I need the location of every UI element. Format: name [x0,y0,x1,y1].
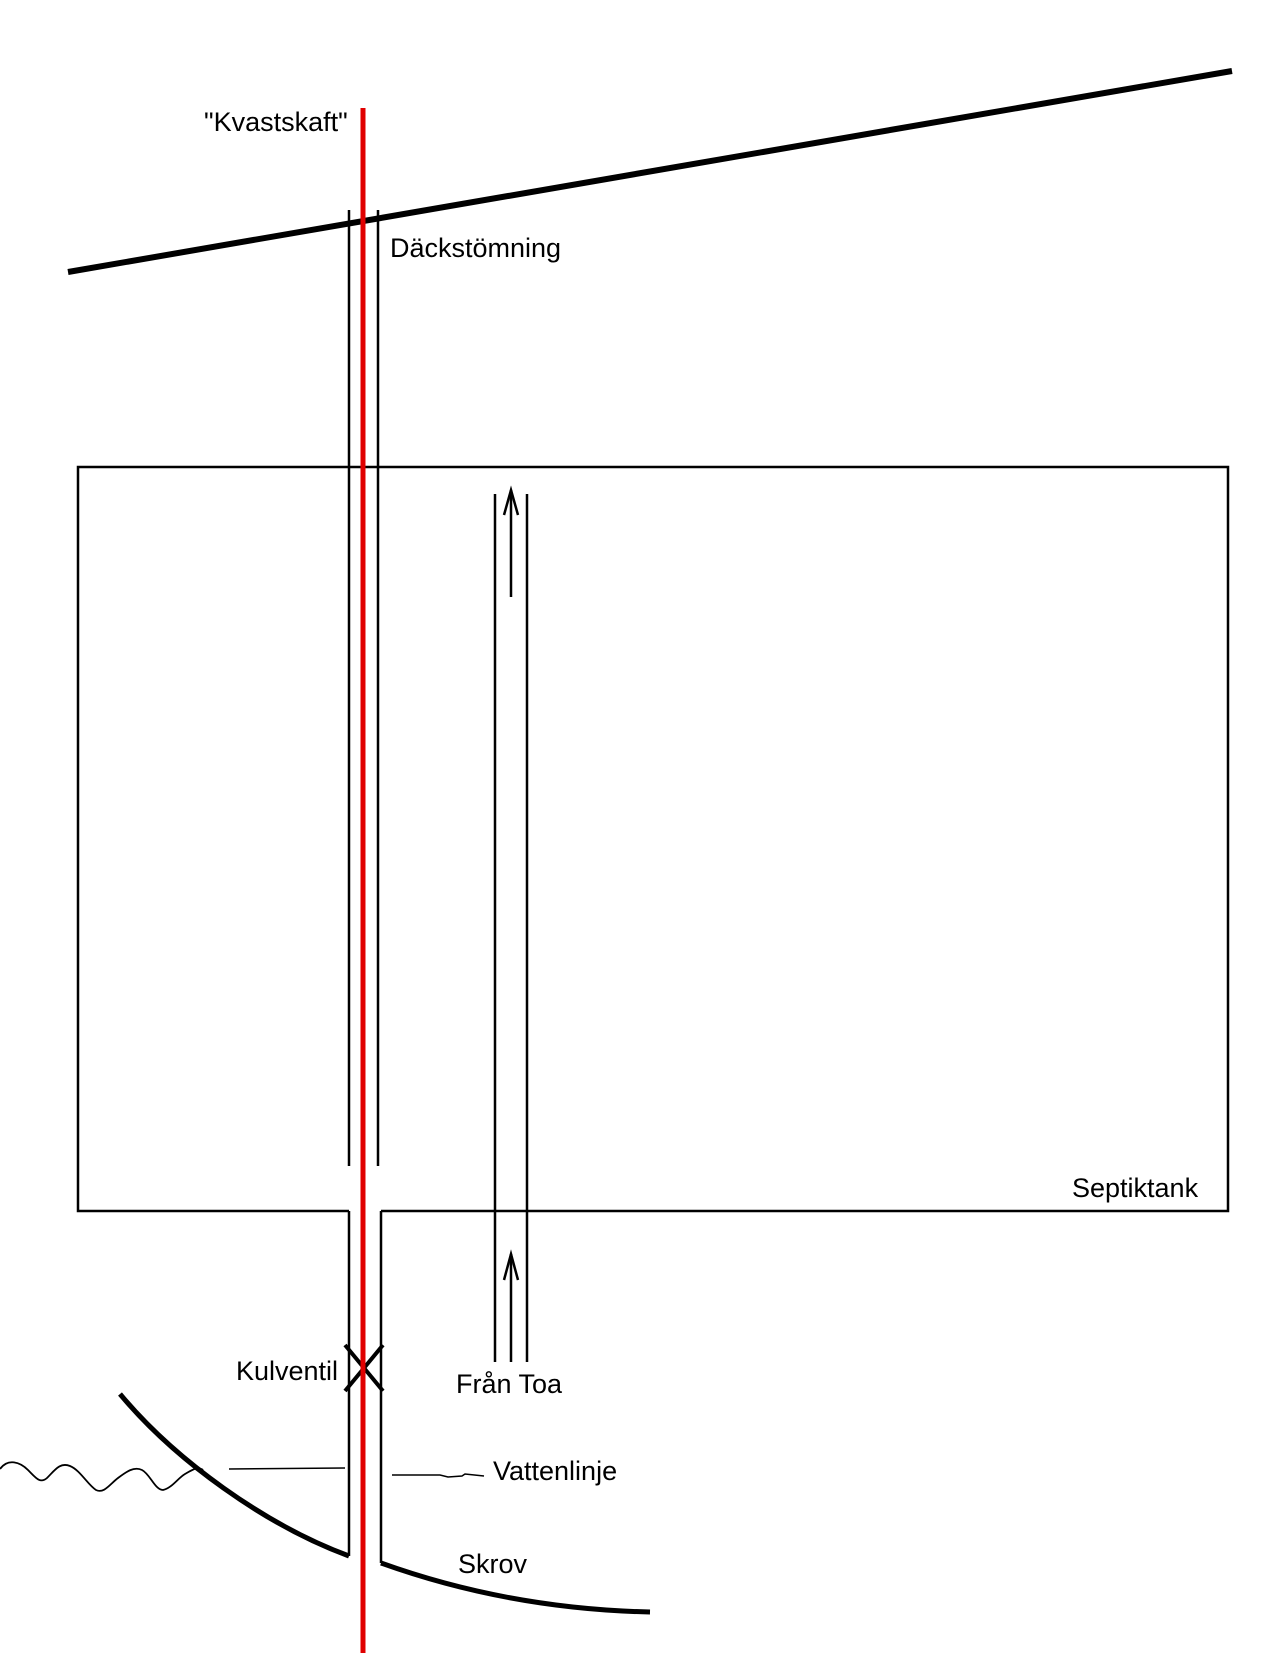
septic-tank-label: Septiktank [1072,1173,1199,1203]
rod-label: "Kvastskaft" [204,107,348,137]
deck-drain-label: Däckstömning [390,233,561,263]
hull-curve-left [118,1392,350,1559]
waterline-inside-right [392,1473,485,1478]
hull-label: Skrov [458,1549,528,1579]
flow-arrow-upper [502,485,520,597]
hull-curve-right [380,1560,651,1615]
deck-line [67,68,1233,275]
waterline-inside-left [228,1467,346,1470]
from-toilet-label: Från Toa [456,1369,563,1399]
water-waves [0,1461,204,1492]
septic-tank-outline [76,465,1230,1213]
flow-arrow-lower [502,1249,520,1362]
waterline-label: Vattenlinje [493,1456,617,1486]
ball-valve-label: Kulventil [236,1356,338,1386]
